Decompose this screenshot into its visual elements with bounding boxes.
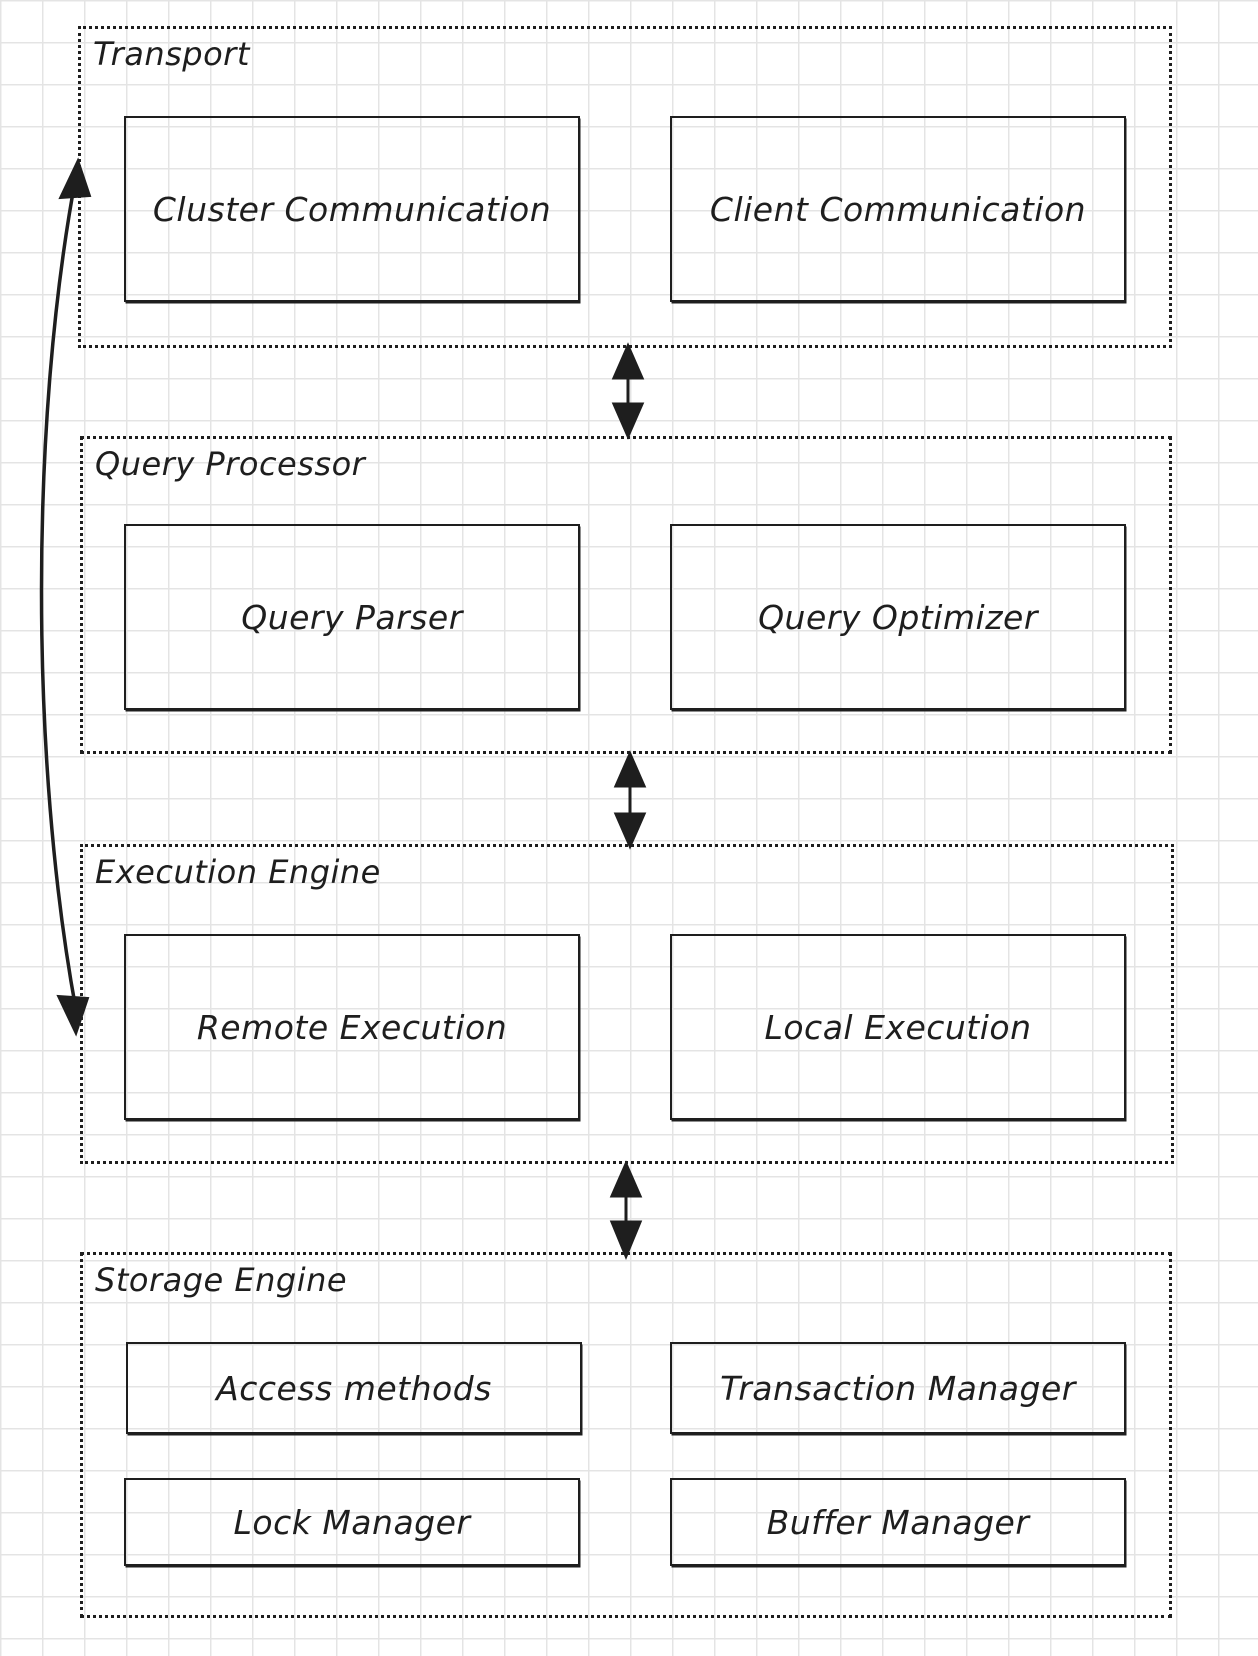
execution-engine-layer-title: Execution Engine	[95, 853, 381, 891]
lock-manager-box: Lock Manager	[124, 1478, 580, 1566]
remote-execution-label: Remote Execution	[196, 1007, 508, 1047]
query-processor-layer-title: Query Processor	[95, 445, 366, 483]
query-optimizer-box: Query Optimizer	[670, 524, 1126, 710]
transaction-manager-label: Transaction Manager	[720, 1368, 1076, 1408]
query-parser-box: Query Parser	[124, 524, 580, 710]
remote-execution-box: Remote Execution	[124, 934, 580, 1120]
query-processor-execution-engine-arrow	[613, 750, 647, 850]
transport-layer-title: Transport	[93, 35, 250, 73]
transaction-manager-box: Transaction Manager	[670, 1342, 1126, 1434]
cluster-communication-label: Cluster Communication	[152, 189, 552, 229]
transport-query-processor-arrow	[611, 342, 645, 440]
execution-engine-storage-engine-arrow	[609, 1160, 643, 1260]
lock-manager-label: Lock Manager	[233, 1502, 471, 1542]
client-communication-box: Client Communication	[670, 116, 1126, 302]
access-methods-label: Access methods	[216, 1368, 492, 1408]
query-optimizer-label: Query Optimizer	[758, 597, 1038, 637]
cluster-remote-execution-arrow	[39, 175, 78, 1011]
cluster-communication-box: Cluster Communication	[124, 116, 580, 302]
client-communication-label: Client Communication	[709, 189, 1087, 229]
access-methods-box: Access methods	[126, 1342, 582, 1434]
storage-engine-layer-title: Storage Engine	[95, 1261, 348, 1299]
local-execution-label: Local Execution	[764, 1007, 1032, 1047]
query-parser-label: Query Parser	[241, 597, 463, 637]
buffer-manager-label: Buffer Manager	[766, 1502, 1030, 1542]
local-execution-box: Local Execution	[670, 934, 1126, 1120]
buffer-manager-box: Buffer Manager	[670, 1478, 1126, 1566]
